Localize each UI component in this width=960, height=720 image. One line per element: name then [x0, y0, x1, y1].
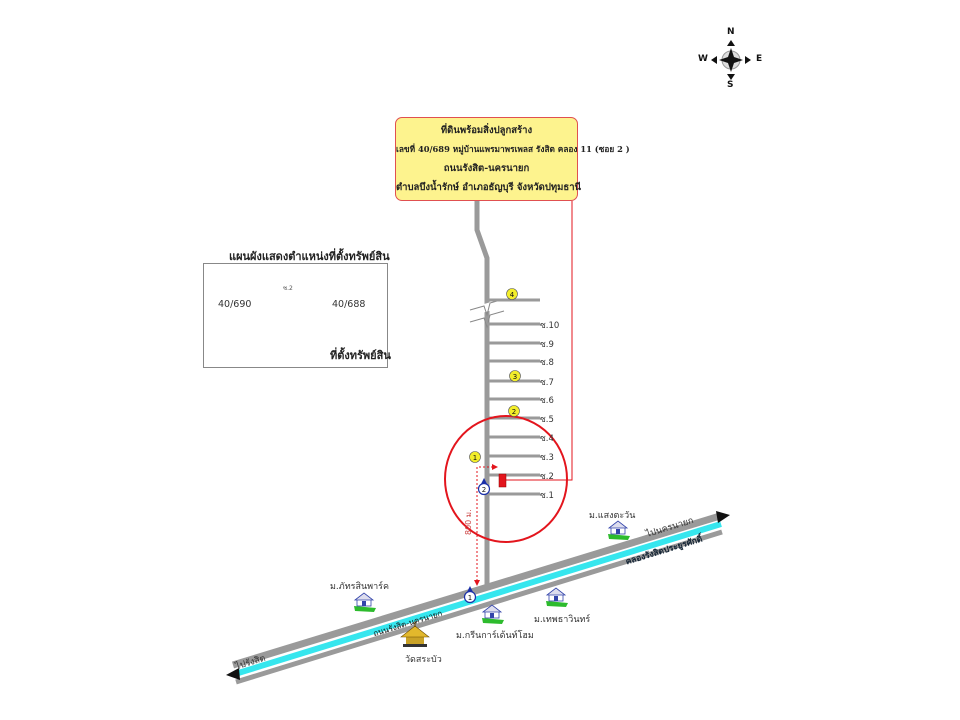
main-road [226, 511, 730, 685]
soi-label: ซ.3 [540, 453, 554, 463]
svg-text:4: 4 [510, 291, 515, 299]
village-house-icon [545, 587, 568, 607]
soi-label: ซ.7 [540, 378, 554, 388]
yellow-marker: 2 [508, 405, 520, 417]
distance-label: 800 ม. [464, 509, 473, 535]
svg-text:2: 2 [482, 486, 486, 494]
yellow-marker: 4 [506, 288, 518, 300]
soi-label: ซ.1 [540, 491, 554, 501]
svg-text:1: 1 [468, 594, 472, 602]
compass-west: W [698, 54, 708, 64]
village-thepthawin: ม.เทพธาวินทร์ [534, 615, 591, 625]
compass-east: E [756, 54, 763, 64]
callout-line-2: เลขที่ 40/689 หมู่บ้านแพรมาพรเพลส รังสิต… [396, 144, 630, 154]
village-house-icon [353, 592, 376, 612]
arrow-west-icon [226, 668, 240, 680]
canal [234, 521, 722, 677]
village-phattharasin: ม.ภัทรสินพาร์ค [330, 582, 389, 592]
village-saeng-tawan: ม.แสงตะวัน [589, 511, 636, 521]
soi-label: ซ.8 [540, 358, 554, 368]
arrow-east-icon [716, 511, 730, 523]
compass-rose [711, 40, 751, 80]
yellow-marker: 3 [509, 370, 521, 382]
soi-label: ซ.6 [540, 396, 554, 406]
compass-south: S [727, 80, 734, 90]
svg-text:2: 2 [512, 408, 516, 416]
inset-title: แผนผังแสดงตำแหน่งที่ตั้งทรัพย์สิน [229, 250, 390, 263]
highlight-circle [444, 415, 568, 543]
temple-label: วัดสระบัว [405, 655, 442, 665]
side-streets [487, 298, 540, 496]
callout-line-1: ที่ดินพร้อมสิ่งปลูกสร้าง [440, 125, 533, 136]
callout-line-4: ตำบลบึงน้ำรักษ์ อำเภอธัญบุรี จังหวัดปทุม… [396, 182, 582, 193]
svg-text:3: 3 [513, 373, 517, 381]
soi-label: ซ.4 [540, 434, 554, 444]
soi-label: ซ.2 [540, 472, 554, 482]
svg-text:1: 1 [473, 454, 477, 462]
inset-frame [203, 263, 388, 368]
legend-label: ที่ตั้งทรัพย์สิน [330, 349, 391, 362]
callout-line [506, 201, 573, 481]
route-path [474, 464, 498, 586]
inset-soi-label: ซ.2 [283, 285, 293, 292]
compass-north: N [727, 27, 735, 37]
village-green-garden: ม.กรีนการ์เด้นท์โฮม [456, 631, 534, 641]
blue-marker: 2 [477, 478, 491, 496]
soi-label: ซ.10 [540, 321, 560, 331]
property-marker [498, 473, 507, 488]
soi-label: ซ.5 [540, 415, 554, 425]
inset-left-plot: 40/690 [218, 299, 252, 310]
temple-icon [400, 621, 430, 647]
inset-right-plot: 40/688 [332, 299, 366, 310]
village-house-icon [481, 604, 504, 624]
callout-line-3: ถนนรังสิต-นครนายก [443, 163, 530, 174]
yellow-marker: 1 [469, 451, 481, 463]
soi-label: ซ.9 [540, 340, 554, 350]
property-callout: ที่ดินพร้อมสิ่งปลูกสร้าง เลขที่ 40/689 ห… [395, 117, 630, 201]
soi-road [474, 201, 490, 589]
break-symbol [469, 298, 505, 329]
village-house-icon [607, 520, 630, 540]
blue-marker: 1 [463, 586, 477, 604]
